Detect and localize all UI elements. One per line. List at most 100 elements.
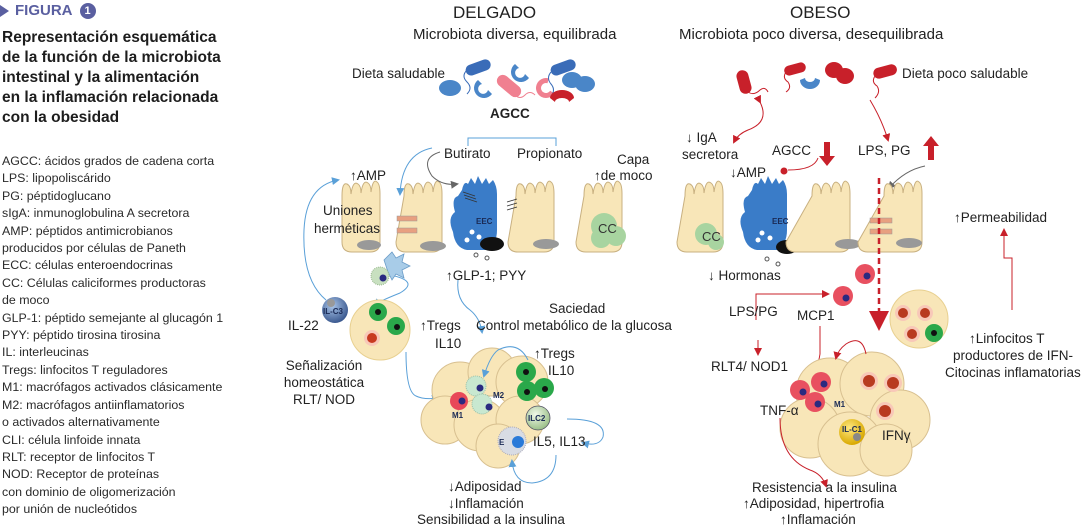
- propionato-label: Propionato: [517, 146, 583, 161]
- permeability-arrow: [1000, 228, 1013, 310]
- granule: [755, 237, 761, 243]
- figure-label-text: FIGURA: [15, 2, 73, 19]
- obese-outcome-2: ↑Adiposidad, hipertrofia: [743, 496, 885, 511]
- flagellum: [514, 92, 536, 98]
- treg-nucleus: [524, 389, 530, 395]
- triangle-icon: [0, 4, 9, 17]
- satiety-label: Saciedad: [549, 301, 606, 316]
- obese-outcome-3: ↑Inflamación: [780, 512, 856, 527]
- glossary-item: ECC: células enteroendocrinas: [2, 258, 173, 273]
- glossary-item: CC: Células caliciformes productoras: [2, 275, 206, 290]
- glossary-item: AMP: péptidos antimicrobianos: [2, 223, 173, 238]
- tight-junction: [396, 227, 418, 234]
- glossary-item: AGCC: ácidos grados de cadena corta: [2, 154, 215, 168]
- tregs-label-1: ↑Tregs: [420, 318, 461, 333]
- lean-outcome-2: ↓Inflamación: [448, 496, 524, 511]
- glossary-item: IL: interleucinas: [2, 345, 89, 360]
- dendritic-cell: [383, 251, 411, 281]
- lps-diet-arrow: [869, 99, 891, 142]
- t-cell-nucleus: [920, 308, 930, 318]
- mucus-granule: [591, 228, 611, 248]
- flagellum: [548, 71, 554, 97]
- bacterium: [575, 76, 595, 92]
- granule: [767, 235, 773, 241]
- flagellum: [872, 75, 880, 99]
- glossary-item: NOD: Receptor de proteínas: [2, 467, 160, 482]
- adipose-loop-arrow: [833, 340, 867, 360]
- eec-label: EEC: [772, 217, 789, 226]
- ilc2-il5-arrow: [566, 418, 604, 449]
- granule: [473, 252, 479, 258]
- title-line: con la obesidad: [2, 109, 120, 126]
- signaling-label-3: RLT/ NOD: [292, 392, 355, 407]
- obese-epithelium: CC EEC: [676, 176, 923, 267]
- lps-gray-arrow: [887, 165, 926, 190]
- m2-nucleus: [485, 403, 493, 411]
- granule: [464, 237, 470, 243]
- mucus-granule: [606, 226, 626, 246]
- agcc-bracket: [467, 137, 557, 146]
- unhealthy-diet-label: Dieta poco saludable: [902, 66, 1029, 81]
- m1-nucleus: [458, 397, 466, 405]
- title-line: de la función de la microbiota: [2, 49, 221, 66]
- lean-outcome-1: ↓Adiposidad: [448, 479, 522, 494]
- rlt4-nod1-label: RLT4/ NOD1: [711, 359, 789, 374]
- treg-nucleus: [523, 369, 529, 375]
- granule: [764, 256, 770, 262]
- agcc-label: AGCC: [490, 106, 530, 121]
- macrophage-nucleus: [842, 294, 850, 302]
- glossary-item: o activados alternativamente: [2, 415, 160, 430]
- treg-nucleus: [375, 309, 381, 315]
- lamina-to-adipose-arrow: [405, 351, 440, 403]
- glossary-item: Tregs: linfocitos T reguladores: [2, 362, 168, 377]
- m1-label: M1: [834, 400, 846, 409]
- eosinophil-nucleus: [512, 436, 524, 448]
- granule: [469, 229, 475, 235]
- ilc3-label: IL-C3: [323, 307, 344, 316]
- agcc-down-arrow: [819, 142, 835, 166]
- t-cell-nucleus: [898, 308, 908, 318]
- glossary-item: M2: macrófagos antiinflamatorios: [2, 397, 185, 412]
- tight-junction: [869, 228, 893, 235]
- glp-arrow: [457, 279, 486, 334]
- lean-epithelium: EEC CC: [341, 176, 626, 261]
- butirato-label: Butirato: [444, 146, 491, 161]
- m2-macrophage: [465, 375, 487, 397]
- obese-adipose-tissue: M1 IL-C1: [779, 351, 931, 477]
- t-lymphocytes-label-3: Citocinas inflamatorias: [945, 365, 1081, 380]
- m1-nucleus: [814, 400, 822, 408]
- m2-nucleus: [476, 384, 484, 392]
- treg-nucleus: [542, 386, 548, 392]
- nucleus: [420, 241, 446, 251]
- t-cell-nucleus: [367, 333, 377, 343]
- bacterium: [800, 78, 820, 89]
- m1-macrophage: [790, 380, 810, 400]
- bacterium: [550, 90, 574, 102]
- granule: [775, 261, 781, 267]
- treg-nucleus: [931, 330, 937, 336]
- lps-pg-2-label: LPS/PG: [729, 304, 778, 319]
- granule: [759, 230, 765, 236]
- lean-outcome-3: Sensibilidad a la insulina: [417, 512, 565, 527]
- figure-title: Representación esquemática de la función…: [2, 28, 267, 128]
- il10-label-2: IL10: [548, 363, 575, 378]
- eosinophil: [497, 426, 527, 456]
- agcc-amp-line: [787, 157, 819, 171]
- glossary-item: LPS: lipopoliscárido: [2, 171, 111, 186]
- eec-cell: [450, 176, 497, 250]
- glossary-item: PYY: péptido tirosina tirosina: [2, 328, 161, 343]
- ilc3-amp-arrow: [303, 177, 340, 301]
- cc-label: CC: [702, 229, 721, 244]
- lean-bacteria-cluster: [439, 59, 595, 102]
- il5-il13-label: IL5, IL13: [533, 434, 586, 449]
- butirato-arrow: [427, 151, 459, 189]
- glp-pyy-label: ↑GLP-1; PYY: [446, 268, 527, 283]
- tnf-arrow: [779, 417, 828, 488]
- t-lymphocytes-label-2: productores de IFN-: [953, 348, 1074, 363]
- mucus-layer-label-2: ↑de moco: [594, 168, 653, 183]
- epithelial-cell: [341, 180, 381, 253]
- eec-cell: [740, 176, 787, 250]
- mcp1-label: MCP1: [797, 308, 835, 323]
- lps-up-arrow: [923, 136, 939, 160]
